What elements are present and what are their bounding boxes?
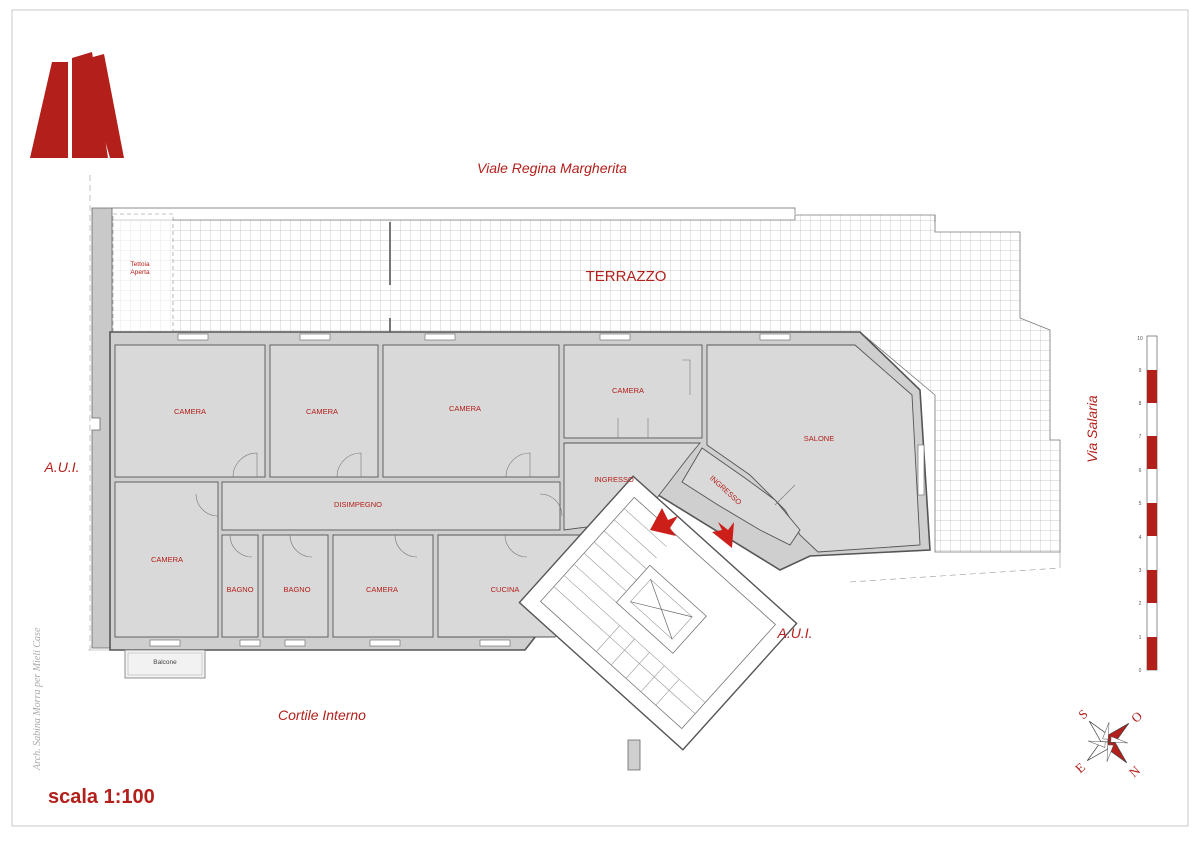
sheet-frame: [11, 9, 1189, 827]
label-ingresso: INGRESSO: [594, 475, 634, 484]
balcony: [124, 649, 206, 679]
label-camera-2: CAMERA: [306, 407, 338, 416]
label-bagno-1: BAGNO: [226, 585, 253, 594]
label-bagno-2: BAGNO: [283, 585, 310, 594]
terrace: [111, 207, 1061, 553]
aui-label-west: A.U.I.: [43, 459, 79, 475]
room-camera-4: [563, 344, 703, 439]
room-bagno-2: [262, 534, 329, 638]
scale-tick-7: 7: [1139, 434, 1142, 440]
aui-label-east: A.U.I.: [776, 625, 812, 641]
scale-tick-9: 9: [1139, 368, 1142, 374]
label-canopy-line1: Tettoia: [130, 261, 150, 268]
room-bagno-1: [221, 534, 259, 638]
room-camera-2: [269, 344, 379, 478]
door-swings: [195, 359, 796, 558]
windows: [149, 333, 925, 647]
scale-tick-0: 0: [1139, 668, 1142, 674]
label-canopy-line2: Aperta: [130, 269, 150, 276]
scale-tick-3: 3: [1139, 568, 1142, 574]
label-camera-6: CAMERA: [366, 585, 398, 594]
street-north: Viale Regina Margherita: [477, 160, 627, 176]
label-terrace: TERRAZZO: [586, 268, 667, 285]
scale-tick-5: 5: [1139, 501, 1142, 507]
label-camera-1: CAMERA: [174, 407, 206, 416]
label-disimpegno: DISIMPEGNO: [334, 500, 382, 509]
label-camera-5: CAMERA: [151, 555, 183, 564]
room-camera-1: [114, 344, 266, 478]
room-camera-6: [332, 534, 434, 638]
compass-rose: S N E O: [1072, 706, 1145, 780]
scale-tick-4: 4: [1139, 535, 1142, 541]
stairwell: [518, 475, 798, 751]
compass-south: S: [1075, 706, 1090, 722]
west-wall: [91, 207, 113, 649]
label-salone: SALONE: [804, 434, 834, 443]
scale-tick-10: 10: [1137, 336, 1143, 342]
room-camera-3: [382, 344, 560, 478]
room-ingresso-2: [681, 447, 801, 546]
entrance-arrows: [650, 508, 734, 548]
label-camera-3: CAMERA: [449, 404, 481, 413]
corridor-disimpegno: [221, 481, 561, 531]
compass-east: E: [1072, 760, 1088, 777]
compass-north: N: [1126, 762, 1143, 780]
studio-logo: [30, 52, 124, 158]
scale-tick-1: 1: [1139, 635, 1142, 641]
label-camera-4: CAMERA: [612, 386, 644, 395]
label-balcony: Balcone: [153, 659, 177, 666]
room-salone: [706, 344, 921, 553]
scale-bar: 0 1 2 3 4 5 6 7 8 9 10: [1137, 335, 1158, 674]
open-canopy: [112, 213, 174, 333]
street-east: Via Salaria: [1084, 395, 1100, 463]
scale-tick-8: 8: [1139, 401, 1142, 407]
street-south: Cortile Interno: [278, 707, 366, 723]
label-cucina: CUCINA: [491, 585, 520, 594]
compass-west: O: [1128, 708, 1145, 725]
scale-tick-2: 2: [1139, 601, 1142, 607]
scale-label: scala 1:100: [48, 786, 155, 808]
credit: Arch. Sabina Morra per Mieli Case: [32, 627, 43, 771]
scale-tick-6: 6: [1139, 468, 1142, 474]
